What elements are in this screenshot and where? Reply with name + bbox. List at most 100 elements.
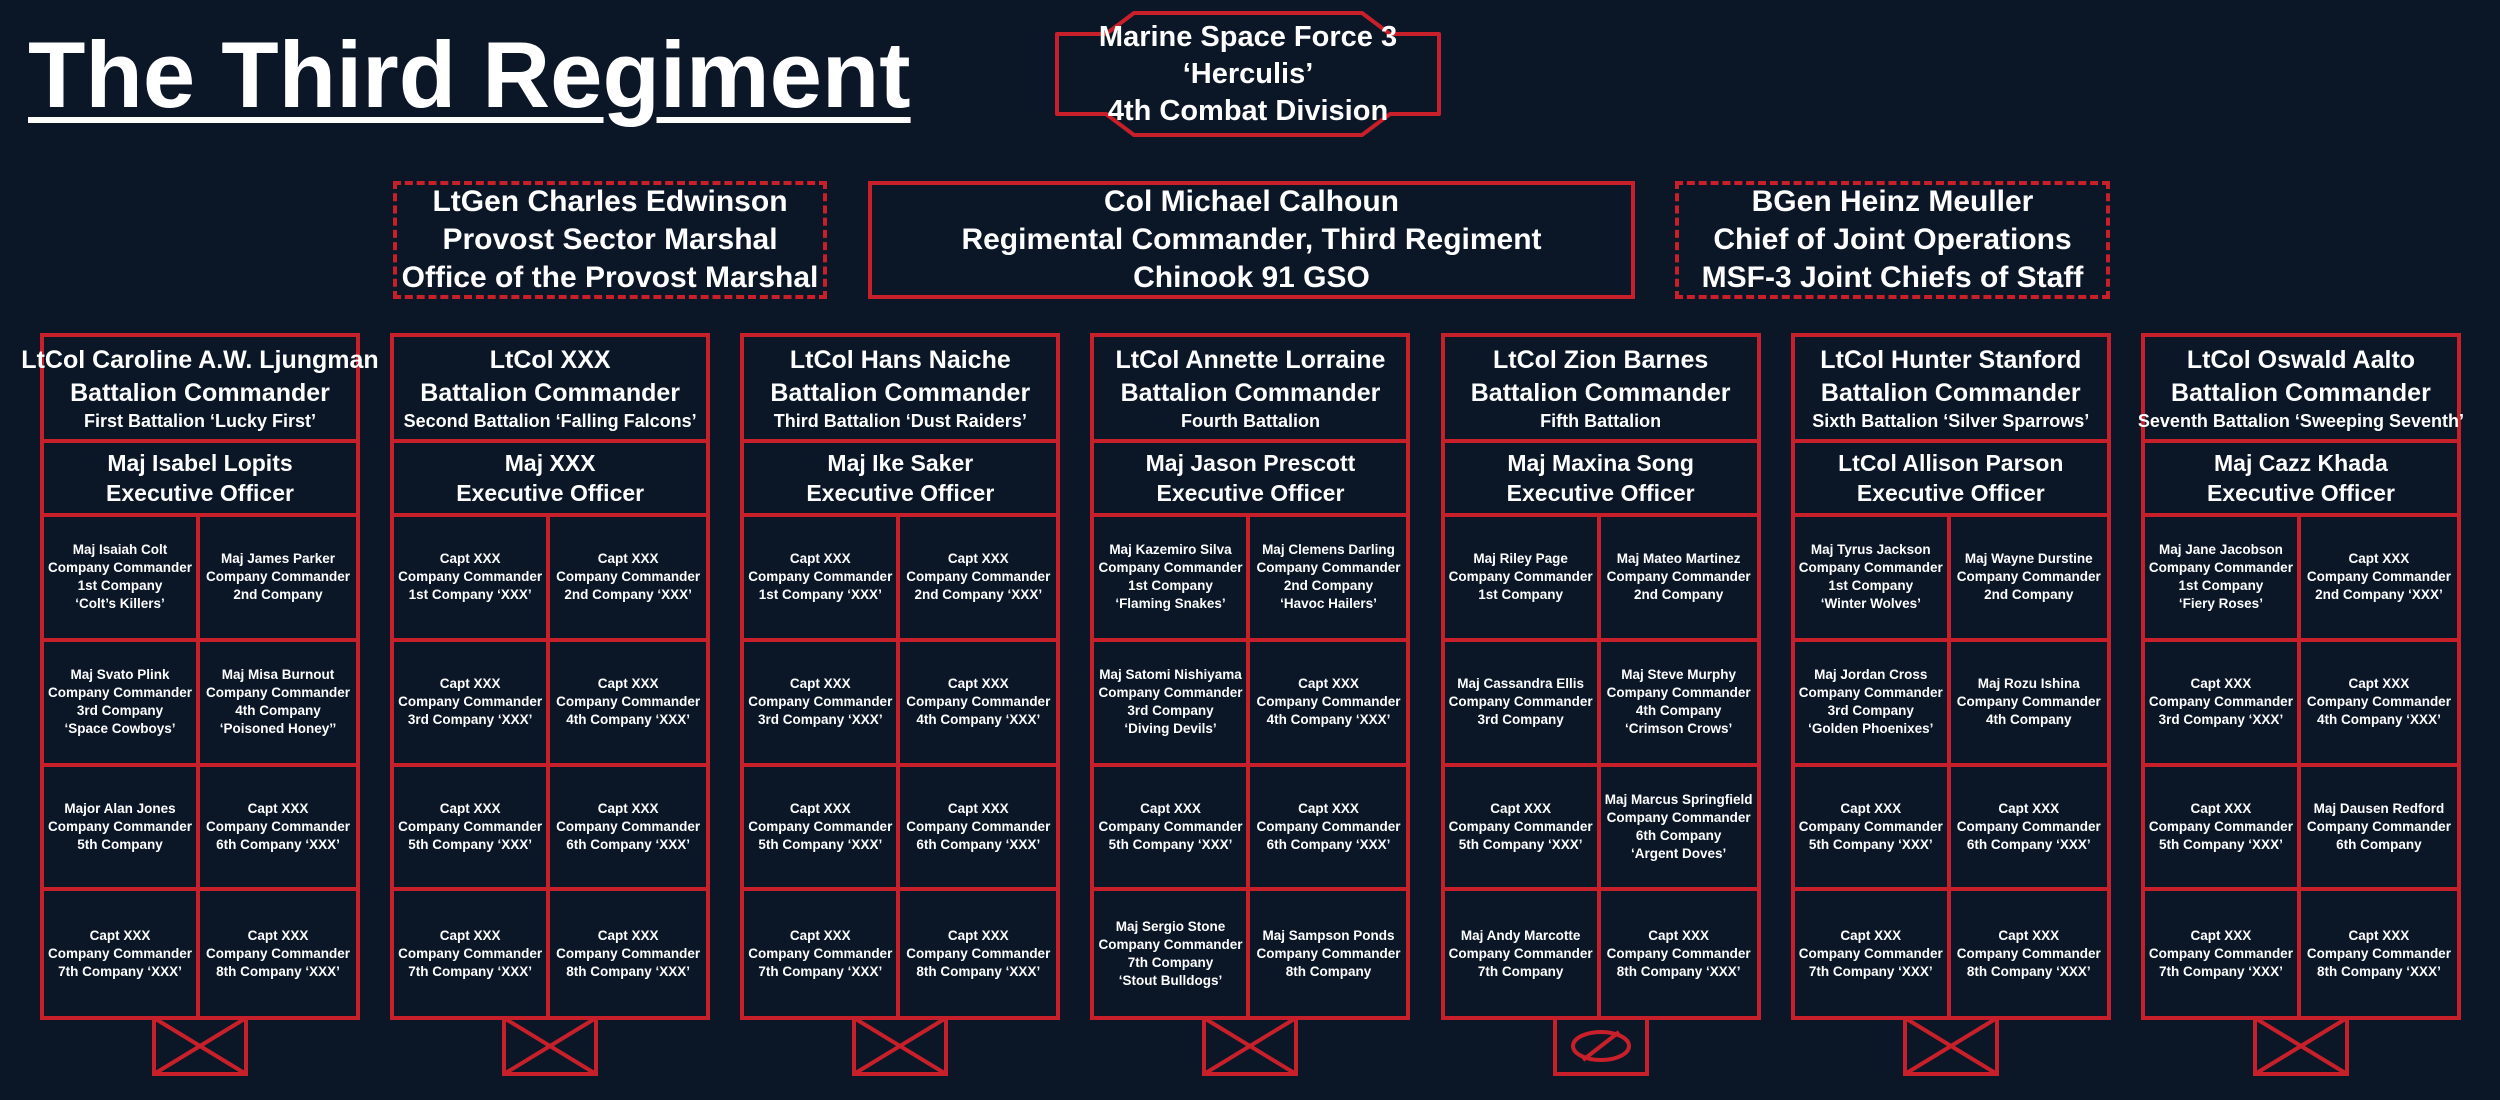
- company-line: Company Commander: [1606, 569, 1751, 585]
- page-title: The Third Regiment: [28, 22, 911, 127]
- company-line: Maj Sampson Ponds: [1262, 927, 1395, 943]
- company-line: 8th Company ‘XXX’: [216, 963, 340, 979]
- division-name: Marine Space Force 3: [1098, 20, 1398, 53]
- executive-officer-name: Maj Ike Saker: [827, 450, 974, 476]
- company-line: 4th Company ‘XXX’: [1266, 712, 1391, 728]
- company-line: Capt XXX: [597, 676, 659, 692]
- battalion-unit-name: First Battalion ‘Lucky First’: [83, 410, 317, 431]
- company-line: Company Commander: [1256, 818, 1401, 834]
- hq-right-name: BGen Heinz Meuller: [1751, 185, 2034, 218]
- symbol-frame: [2253, 1016, 2349, 1076]
- infantry-unit-symbol-icon: [152, 1016, 248, 1076]
- company-line: 1st Company: [1478, 587, 1564, 603]
- company-line: 3rd Company ‘XXX’: [758, 712, 883, 728]
- company-line: 4th Company ‘XXX’: [566, 712, 691, 728]
- company-line: 1st Company ‘XXX’: [758, 587, 882, 603]
- battalion-commander-role: Battalion Commander: [420, 378, 681, 407]
- company-line: 7th Company ‘XXX’: [1808, 963, 1933, 979]
- company-line: ‘Diving Devils’: [1124, 721, 1217, 737]
- company-line: 2nd Company: [1283, 578, 1374, 594]
- infantry-unit-symbol-icon: [1202, 1016, 1298, 1076]
- company-line: Maj Svato Plink: [70, 667, 170, 683]
- infantry-unit-symbol-icon: [502, 1016, 598, 1076]
- company-line: Maj Sergio Stone: [1115, 918, 1226, 934]
- company-line: Company Commander: [398, 694, 543, 710]
- battalion-commander-name: LtCol Caroline A.W. Ljungman: [21, 345, 379, 374]
- company-line: Capt XXX: [439, 927, 501, 943]
- battalion-unit-name: Sixth Battalion ‘Silver Sparrows’: [1812, 410, 2090, 431]
- company-line: Company Commander: [1606, 685, 1751, 701]
- executive-officer-name: Maj Jason Prescott: [1145, 450, 1356, 476]
- company-line: 6th Company ‘XXX’: [566, 836, 691, 852]
- company-line: Capt XXX: [439, 800, 501, 816]
- company-line: Company Commander: [2148, 945, 2293, 961]
- company-line: Company Commander: [1956, 818, 2101, 834]
- executive-officer-role: Executive Officer: [1156, 480, 1345, 506]
- symbol-cross-line: [152, 1016, 248, 1076]
- company-line: Company Commander: [748, 569, 893, 585]
- battalion-commander-role: Battalion Commander: [2171, 378, 2431, 407]
- battalion-commander-name: LtCol XXX: [489, 345, 611, 374]
- symbol-cross-line: [1202, 1016, 1298, 1076]
- company-line: 6th Company ‘XXX’: [216, 836, 340, 852]
- company-line: Maj Andy Marcotte: [1460, 927, 1581, 943]
- symbol-frame: [1553, 1016, 1649, 1076]
- company-line: Maj Marcus Springfield: [1604, 791, 1753, 807]
- battalion-unit-name: Fifth Battalion: [1540, 410, 1662, 431]
- battalion-commander-role: Battalion Commander: [1470, 378, 1731, 407]
- company-line: 8th Company ‘XXX’: [566, 963, 691, 979]
- company-line: 3rd Company ‘XXX’: [2158, 712, 2284, 728]
- company-line: Company Commander: [1798, 818, 1943, 834]
- executive-officer-name: Maj Maxina Song: [1507, 450, 1694, 476]
- company-line: Capt XXX: [2348, 676, 2410, 692]
- company-line: Maj Tyrus Jackson: [1810, 542, 1931, 558]
- company-line: Major Alan Jones: [64, 800, 176, 816]
- company-line: Maj Cassandra Ellis: [1457, 676, 1585, 692]
- company-line: 7th Company ‘XXX’: [408, 963, 533, 979]
- company-line: 3rd Company: [1477, 712, 1564, 728]
- company-line: Company Commander: [906, 569, 1051, 585]
- battalion-commander-name: LtCol Hunter Stanford: [1820, 345, 2082, 374]
- company-line: 3rd Company: [1827, 703, 1914, 719]
- executive-officer-role: Executive Officer: [1856, 480, 2045, 506]
- company-line: ‘Crimson Crows’: [1624, 721, 1733, 737]
- executive-officer-role: Executive Officer: [2206, 480, 2395, 506]
- company-line: Company Commander: [1448, 569, 1593, 585]
- company-line: 1st Company ‘XXX’: [408, 587, 532, 603]
- company-line: 2nd Company ‘XXX’: [2315, 587, 2443, 603]
- division-subtitle: 4th Combat Division: [1107, 94, 1389, 127]
- battalion-commander-name: LtCol Hans Naiche: [789, 345, 1011, 374]
- company-line: Company Commander: [906, 694, 1051, 710]
